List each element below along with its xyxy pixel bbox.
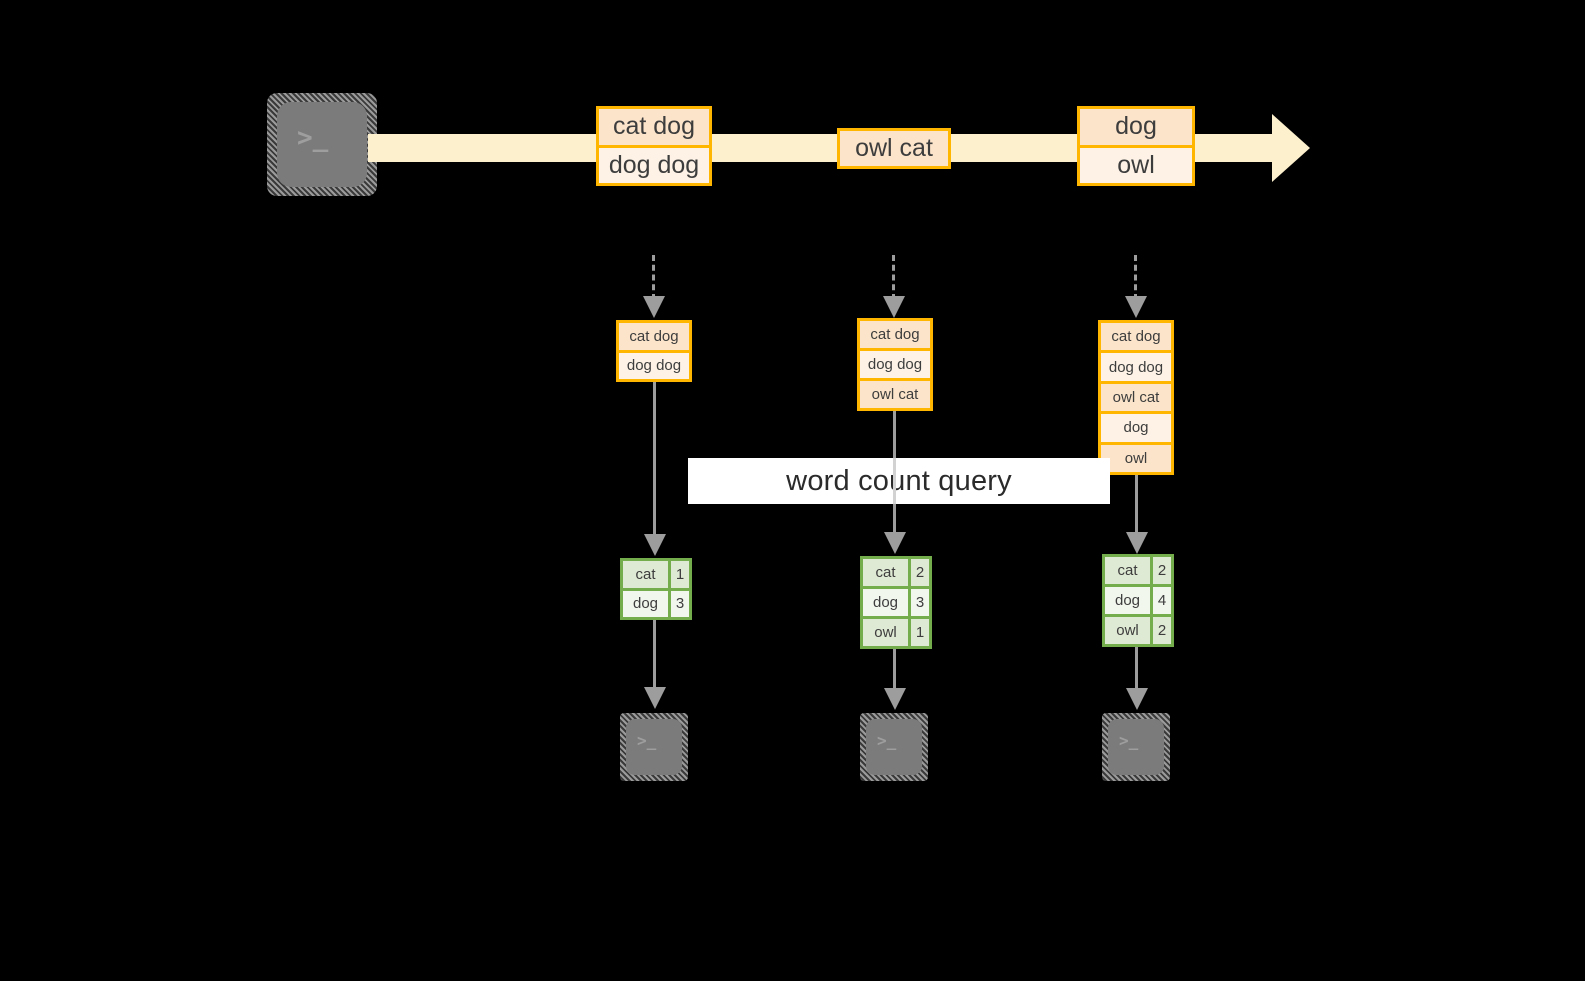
col1-result-table: cat 1 dog 3 [620, 558, 692, 620]
stream-batch-1-line-1: cat dog [599, 109, 709, 145]
col2-input-row-3: owl cat [860, 378, 930, 408]
col1-query-arrowhead [644, 534, 666, 556]
col3-result-row-2: dog 4 [1105, 584, 1171, 614]
col3-input-row-1: cat dog [1101, 323, 1171, 351]
stream-batch-1-line-2: dog dog [599, 144, 709, 183]
col1-result-row-1: cat 1 [623, 561, 689, 588]
col2-sink-terminal-prompt-glyph: >_ [877, 731, 897, 750]
col2-result-row-3-count: 1 [908, 619, 929, 646]
stream-batch-3-line-2: owl [1080, 144, 1192, 183]
col2-result-row-1: cat 2 [863, 559, 929, 586]
col2-result-row-2-word: dog [863, 589, 908, 616]
col2-result-row-3: owl 1 [863, 616, 929, 646]
col2-query-arrowhead [884, 532, 906, 554]
col1-feed-arrowhead [643, 296, 665, 318]
col3-input-table: cat dog dog dog owl cat dog owl [1098, 320, 1174, 475]
query-banner-label: word count query [786, 464, 1012, 497]
col3-sink-arrowhead [1126, 688, 1148, 710]
col2-sink-arrowhead [884, 688, 906, 710]
col1-result-row-2-word: dog [623, 590, 668, 617]
col3-sink-line [1135, 647, 1138, 689]
col2-query-line-behind-banner [893, 458, 896, 504]
col3-input-row-5: owl [1101, 441, 1171, 473]
col1-feed-line [652, 255, 655, 300]
col2-result-row-1-word: cat [863, 559, 908, 586]
col3-input-row-4: dog [1101, 411, 1171, 442]
source-terminal-screen [277, 102, 367, 187]
col3-query-line [1135, 475, 1138, 535]
col2-result-row-2-count: 3 [908, 589, 929, 616]
col3-sink-terminal-screen [1108, 719, 1164, 775]
col1-input-table: cat dog dog dog [616, 320, 692, 382]
col1-input-row-1: cat dog [619, 323, 689, 350]
stream-batch-2-line-1: owl cat [840, 131, 948, 166]
data-stream-arrow-head [1272, 114, 1310, 182]
col2-result-row-3-word: owl [863, 619, 908, 646]
col3-input-row-3: owl cat [1101, 380, 1171, 412]
col3-result-row-2-count: 4 [1150, 587, 1171, 614]
col3-feed-arrowhead [1125, 296, 1147, 318]
col1-result-row-2-count: 3 [668, 590, 689, 617]
col3-result-row-3-count: 2 [1150, 617, 1171, 644]
col3-feed-line [1134, 255, 1137, 300]
col3-result-row-3-word: owl [1105, 617, 1150, 644]
col2-feed-line [892, 255, 895, 300]
col1-input-row-2: dog dog [619, 349, 689, 379]
query-banner: word count query [688, 458, 1110, 504]
col2-sink-terminal-screen [866, 719, 922, 775]
stream-batch-1: cat dog dog dog [596, 106, 712, 186]
stream-batch-3: dog owl [1077, 106, 1195, 186]
col1-sink-arrowhead [644, 687, 666, 709]
col2-result-row-1-count: 2 [908, 559, 929, 586]
col1-result-row-2: dog 3 [623, 587, 689, 617]
col3-sink-terminal-prompt-glyph: >_ [1119, 731, 1139, 750]
col1-sink-line [653, 620, 656, 688]
col2-input-row-1: cat dog [860, 321, 930, 348]
col3-result-row-3: owl 2 [1105, 614, 1171, 644]
col2-result-table: cat 2 dog 3 owl 1 [860, 556, 932, 649]
source-terminal-prompt-glyph: >_ [297, 123, 329, 153]
col1-sink-terminal-screen [626, 719, 682, 775]
stream-batch-3-line-1: dog [1080, 109, 1192, 145]
col2-input-table: cat dog dog dog owl cat [857, 318, 933, 411]
col3-sink-terminal-icon: >_ [1102, 713, 1170, 781]
col3-result-row-1: cat 2 [1105, 557, 1171, 584]
stream-batch-2: owl cat [837, 128, 951, 169]
col1-query-line [653, 382, 656, 537]
col3-result-row-2-word: dog [1105, 587, 1150, 614]
col3-input-row-2: dog dog [1101, 350, 1171, 381]
col1-result-row-1-word: cat [623, 561, 668, 588]
col2-result-row-2: dog 3 [863, 586, 929, 616]
col1-sink-terminal-prompt-glyph: >_ [637, 731, 657, 750]
col2-sink-line [893, 649, 896, 689]
col2-input-row-2: dog dog [860, 348, 930, 378]
col2-feed-arrowhead [883, 296, 905, 318]
col3-result-row-1-word: cat [1105, 557, 1150, 584]
col3-result-table: cat 2 dog 4 owl 2 [1102, 554, 1174, 647]
col1-result-row-1-count: 1 [668, 561, 689, 588]
col1-sink-terminal-icon: >_ [620, 713, 688, 781]
col3-result-row-1-count: 2 [1150, 557, 1171, 584]
source-terminal-icon: >_ [267, 93, 377, 196]
col3-query-arrowhead [1126, 532, 1148, 554]
col2-sink-terminal-icon: >_ [860, 713, 928, 781]
